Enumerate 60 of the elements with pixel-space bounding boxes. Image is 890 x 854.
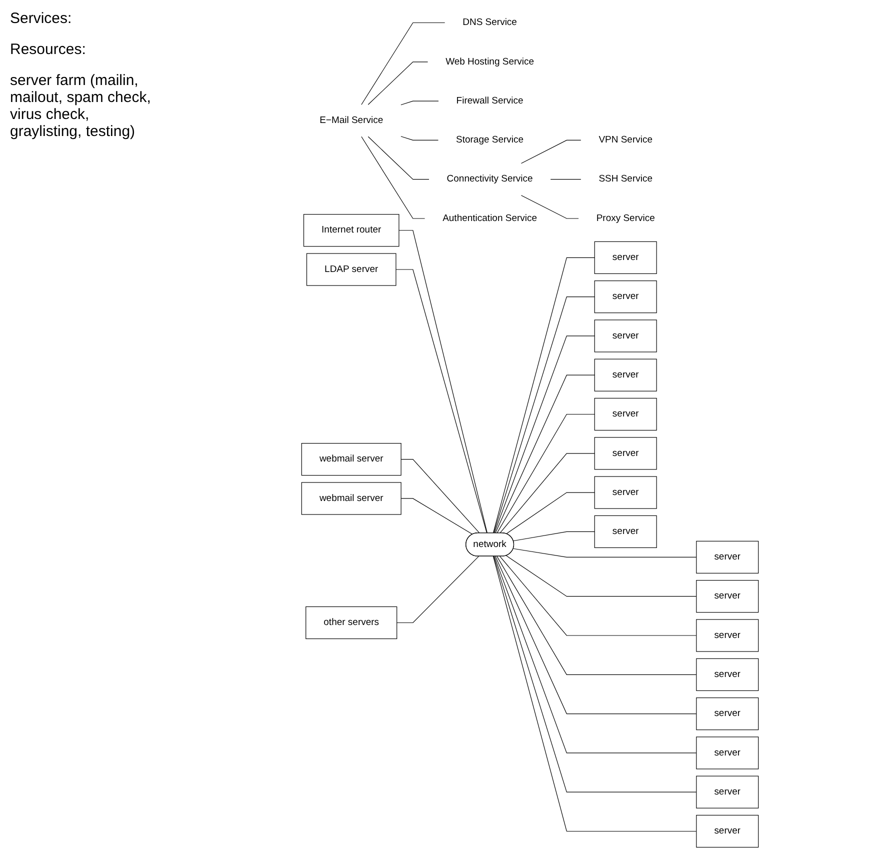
connector [494,336,595,534]
node-box: server [594,241,657,274]
connector [506,555,697,597]
node-box: server [594,515,657,548]
connector [500,453,595,534]
node-box: server [696,580,759,613]
connector [398,230,488,534]
node-box: server [696,658,759,691]
connector [494,556,697,754]
node-box: server [696,776,759,808]
node-text: Proxy Service [596,213,655,224]
node-box: server [696,736,759,770]
connector [400,459,480,534]
node-box: other servers [306,606,398,640]
note-text: Resources: [10,41,87,58]
connector [396,556,480,624]
node-box: server [696,697,759,730]
node-text: VPN Service [598,134,652,145]
node-text: DNS Service [462,17,517,28]
connector [361,22,446,105]
connector [513,531,595,542]
note-text: server farm (mailin, mailout, spam check, virus check, graylisting, testing) [10,72,152,140]
node-box: LDAP server [306,253,396,286]
note-text: Services: [10,10,73,27]
node-box: server [594,398,657,431]
connector [361,136,426,219]
connector [496,556,697,675]
connector [495,556,697,714]
node-box: server [594,437,657,470]
connector [520,140,582,164]
connector [496,414,595,534]
node-text: Authentication Service [442,213,538,224]
node-text: SSH Service [598,174,652,184]
connector [495,374,595,534]
connector [400,498,473,535]
connector [400,100,439,106]
connector [506,492,595,534]
connector [513,548,697,558]
connector [368,62,428,105]
node-box: server [594,476,657,509]
node-text: Storage Service [456,134,524,145]
node-box: server [594,320,657,352]
node-box: server [594,358,657,392]
connector [400,136,439,140]
connector [368,136,430,180]
node-box: server [696,619,759,652]
node-text: Web Hosting Service [446,56,534,67]
connector [500,556,697,636]
node-box: webmail server [301,443,402,476]
node-text: Firewall Service [456,96,524,106]
node-text: E−Mail Service [320,115,384,126]
node-box: server [594,280,657,314]
node-text: Connectivity Service [446,174,533,184]
connector [396,269,488,534]
node-box: webmail server [301,482,402,515]
node-box: server [696,814,759,848]
connector [550,179,582,180]
node-box: server [696,540,759,574]
node-box: Internet router [303,214,400,247]
connector [520,195,579,219]
